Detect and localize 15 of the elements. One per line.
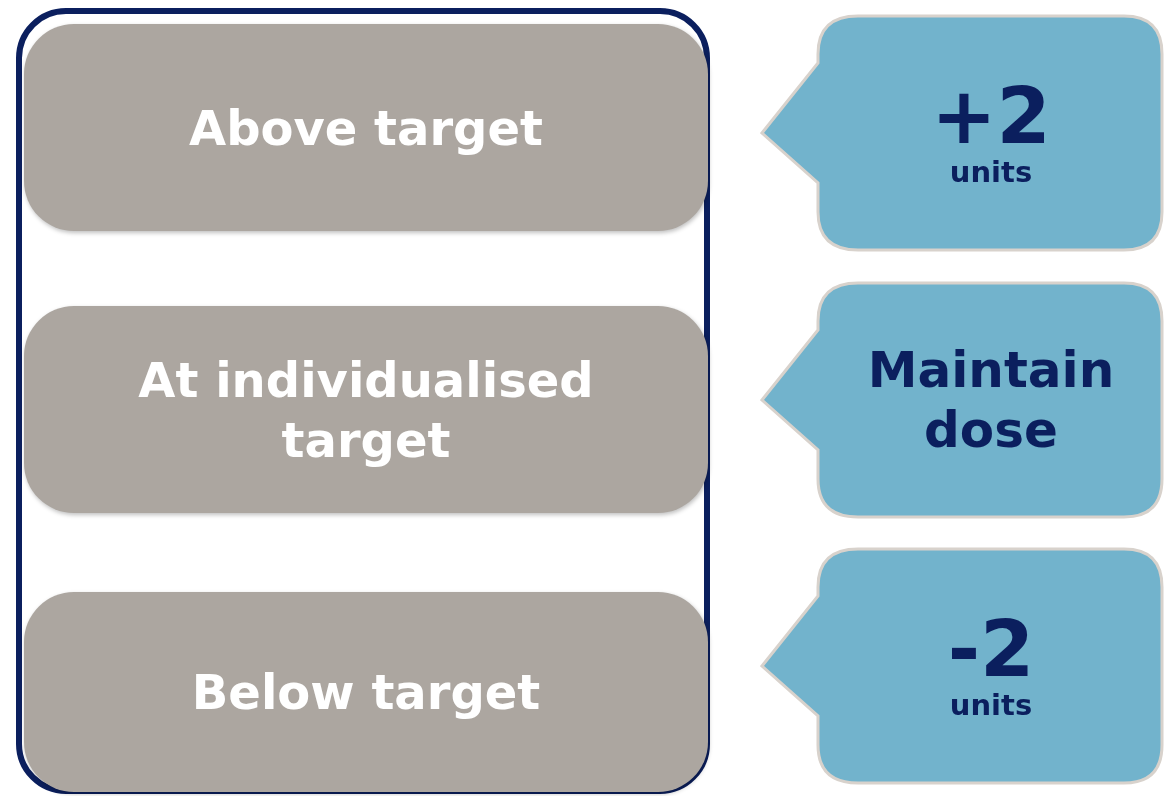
condition-label: Below target (190, 663, 542, 722)
condition-box (24, 24, 708, 231)
dose-change: -2 (947, 609, 1035, 688)
unit-label: units (949, 687, 1033, 723)
condition-box (24, 592, 708, 792)
frame-box (16, 8, 710, 794)
dose-change: +2 (931, 76, 1051, 155)
unit-label: units (949, 154, 1033, 190)
condition-label: At individualised target (137, 350, 595, 470)
callout-bubble (760, 14, 1164, 252)
condition-box (24, 306, 708, 513)
dose-instruction: Maintain dose (866, 340, 1116, 460)
callout-bubble (760, 281, 1164, 519)
condition-label: Above target (188, 98, 544, 158)
callout-bubble (760, 547, 1164, 785)
